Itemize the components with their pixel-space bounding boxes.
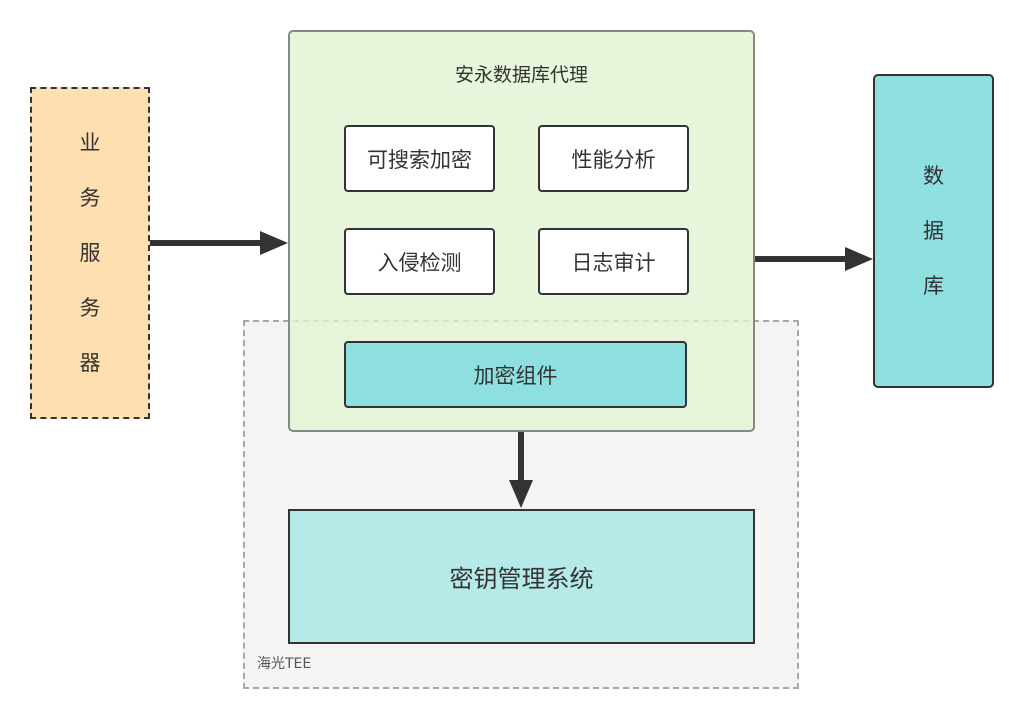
arrow-server-to-proxy <box>150 231 288 255</box>
module-searchable-encryption: 可搜索加密 <box>344 125 495 192</box>
module-performance-analysis: 性能分析 <box>538 125 689 192</box>
server-char: 业 <box>79 130 101 155</box>
database-char: 据 <box>923 218 944 243</box>
server-char: 服 <box>79 240 101 265</box>
encryption-component: 加密组件 <box>344 341 687 408</box>
server-char: 器 <box>79 350 101 375</box>
database-char: 库 <box>923 273 944 298</box>
proxy-title: 安永数据库代理 <box>454 64 588 86</box>
server-char: 务 <box>79 185 101 210</box>
key-management-system: 密钥管理系统 <box>288 509 755 644</box>
server-char: 务 <box>79 295 101 320</box>
business-server: 业 务 服 务 器 <box>30 87 150 419</box>
tee-label: 海光TEE <box>257 656 312 672</box>
database: 数 据 库 <box>873 74 994 388</box>
module-intrusion-detection: 入侵检测 <box>344 228 495 295</box>
database-char: 数 <box>923 163 944 188</box>
module-log-audit: 日志审计 <box>538 228 689 295</box>
arrow-proxy-to-database <box>755 247 873 271</box>
